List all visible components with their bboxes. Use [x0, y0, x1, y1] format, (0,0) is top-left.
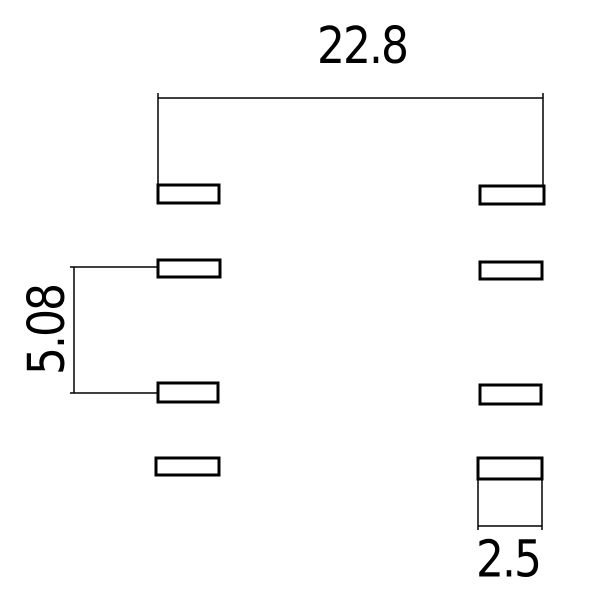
pad-width-label: 2.5 [476, 531, 540, 590]
pad-left-1 [156, 183, 221, 205]
pitch-label: 5.08 [18, 285, 77, 375]
overall-width-label: 22.8 [317, 17, 407, 76]
pitch-dimension: 5.08 [18, 266, 158, 394]
pad-width-dimension: 2.5 [476, 478, 543, 590]
overall-width-dimension: 22.8 [157, 17, 544, 186]
pad-left-2 [156, 258, 222, 279]
right-pad-column [476, 184, 546, 481]
pad-right-4 [476, 456, 544, 481]
left-pad-column [154, 183, 222, 477]
pad-right-2 [478, 260, 544, 281]
pad-right-1 [478, 184, 546, 206]
pad-left-3 [156, 381, 220, 404]
pad-left-4 [154, 456, 221, 477]
pad-right-3 [478, 383, 543, 406]
